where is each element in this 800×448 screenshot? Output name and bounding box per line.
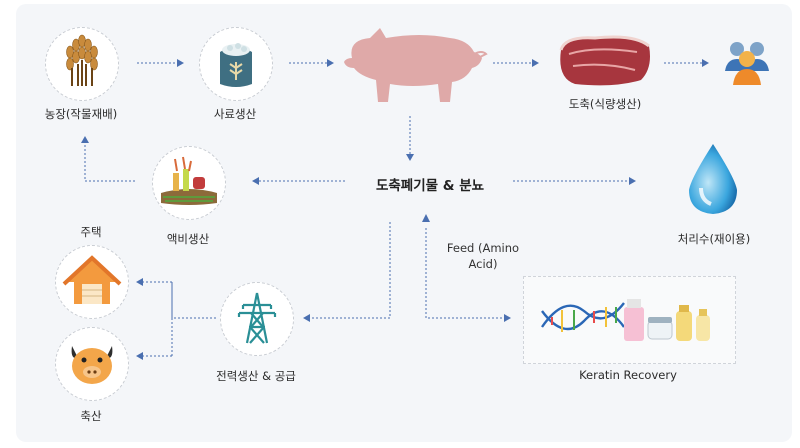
power-label: 전력생산 & 공급 <box>216 369 296 383</box>
farm-circle <box>45 27 119 101</box>
arrow-power-bracket <box>171 282 216 356</box>
waste-label: 도축폐기물 & 분뇨 <box>375 178 485 194</box>
wheat-icon <box>66 34 98 86</box>
farm-label: 농장(작물재배) <box>44 107 118 121</box>
feed-amino-line1: Feed (Amino <box>446 241 520 255</box>
field-fertilizer-icon <box>161 156 217 205</box>
fertilizer-circle <box>152 146 226 220</box>
pig-face-icon <box>71 346 113 384</box>
arrow-waste-to-keratin <box>425 228 511 322</box>
dna-helix <box>541 302 625 332</box>
people-icon <box>725 42 769 85</box>
arrow-waste-to-keratin-up <box>422 214 430 222</box>
house-icon <box>62 255 122 304</box>
fertilizer-label: 액비생산 <box>166 232 210 246</box>
dna-cosmetics-icon <box>541 299 710 341</box>
keratin-label: Keratin Recovery <box>579 368 677 382</box>
keratin-box <box>523 276 736 364</box>
feed-production-circle <box>199 27 273 101</box>
treated-water-label: 처리수(재이용) <box>677 232 751 246</box>
housing-circle <box>55 245 129 319</box>
slaughter-label: 도축(식량생산) <box>568 97 642 111</box>
livestock-label: 축산 <box>80 409 102 423</box>
livestock-circle <box>55 327 129 401</box>
water-drop-icon <box>689 144 737 214</box>
feed-amino-label: Feed (Amino Acid) <box>441 240 525 272</box>
feed-production-label: 사료생산 <box>213 107 257 121</box>
pig-icon <box>344 28 488 102</box>
housing-label: 주택 <box>80 225 102 239</box>
arrow-waste-to-power <box>303 222 391 322</box>
feed-amino-line2: Acid) <box>468 257 498 271</box>
meat-icon <box>559 35 650 86</box>
cosmetics-bottles <box>624 299 710 341</box>
power-circle <box>220 282 294 356</box>
power-tower-icon <box>237 292 277 344</box>
arrow-fertilizer-to-farm <box>81 136 135 182</box>
feed-sack-icon <box>220 43 252 87</box>
